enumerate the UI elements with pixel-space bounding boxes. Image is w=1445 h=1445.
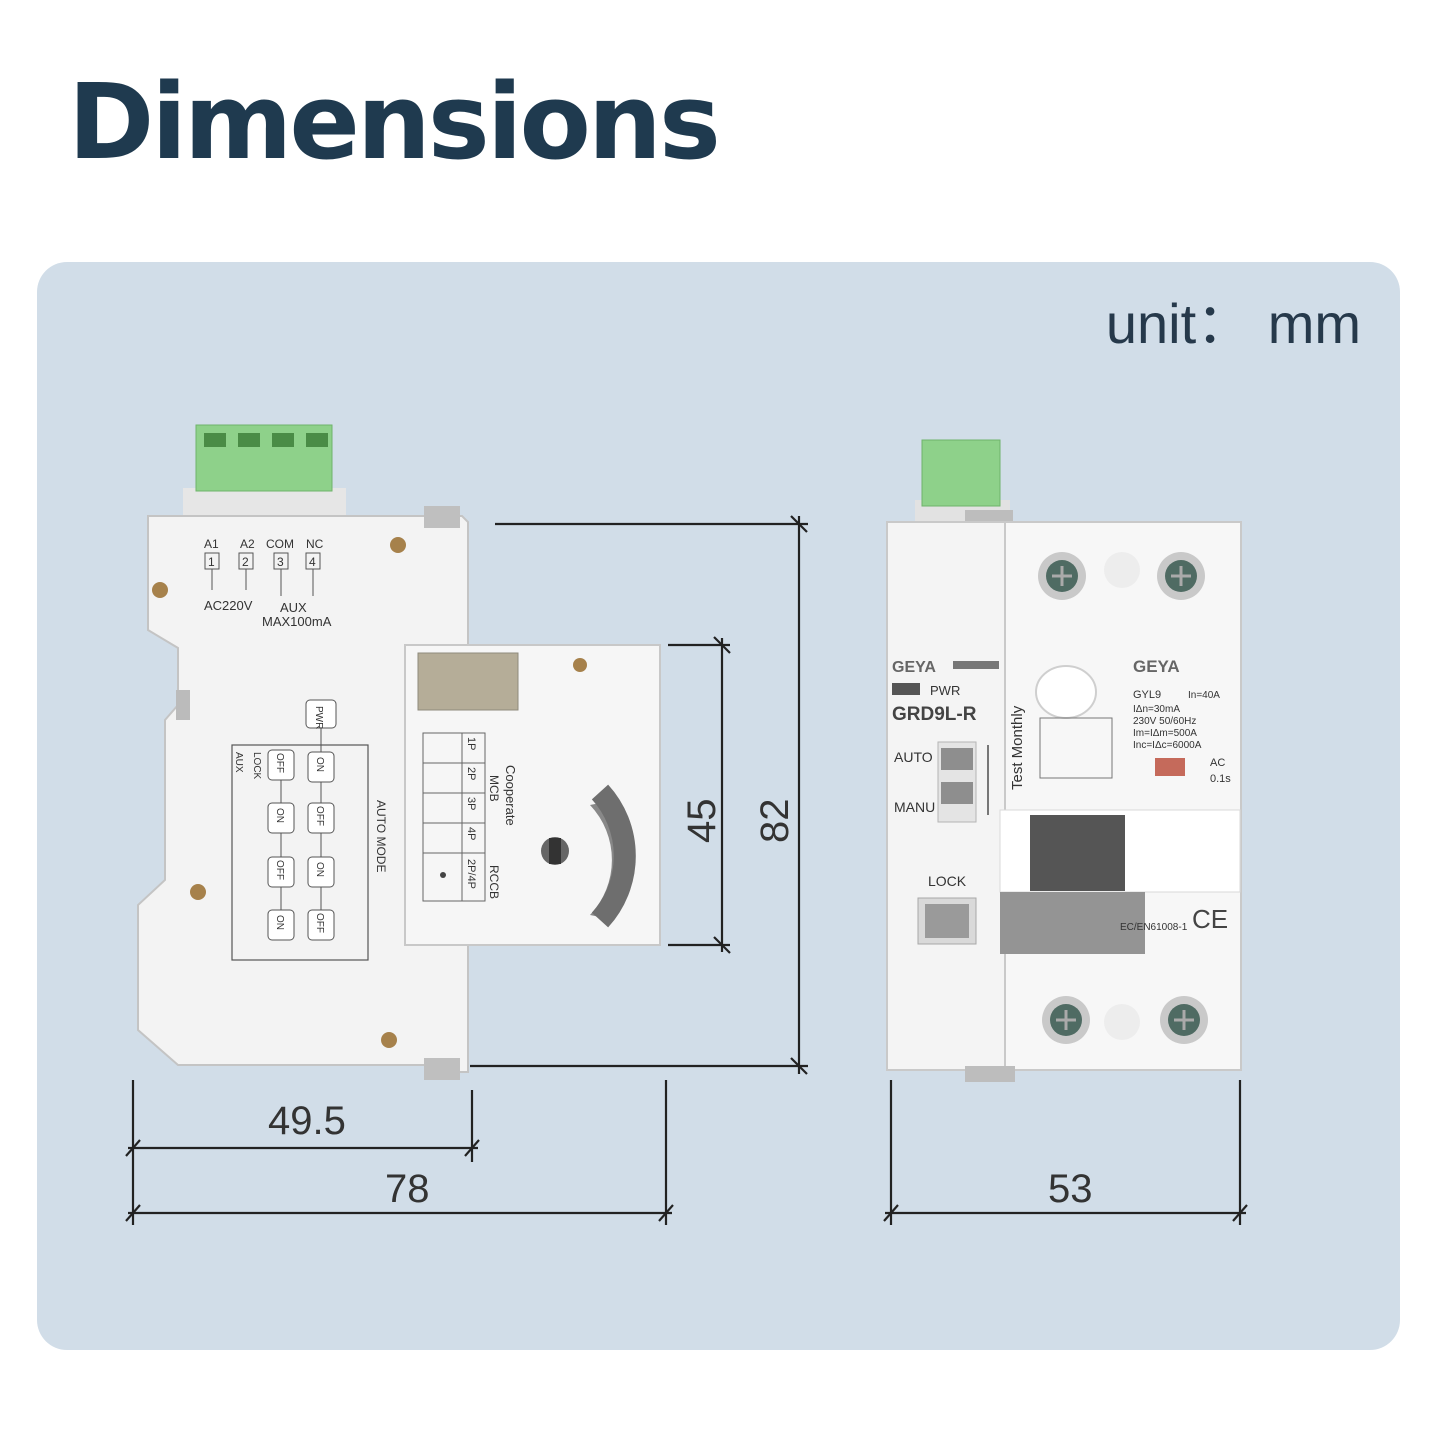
terminal-num-2: 2 — [242, 555, 249, 569]
unit-label: unit： mm — [1105, 292, 1361, 355]
rccb-module — [1004, 521, 1242, 1071]
supply-label: AC220V — [204, 598, 253, 613]
toggle-handle[interactable] — [1000, 892, 1145, 954]
spec-ac: AC — [1210, 757, 1225, 769]
dim-49-5: 49.5 — [268, 1099, 346, 1143]
spec-im: Im=IΔm=500A — [1133, 728, 1197, 739]
page-title: Dimensions — [68, 61, 721, 183]
test-monthly-label: Test Monthly — [1009, 705, 1026, 790]
screw-icon — [1157, 552, 1205, 600]
lock-label: LOCK — [928, 873, 967, 889]
pwr-label: PWR — [930, 683, 960, 698]
model-label: GRD9L-R — [892, 704, 977, 725]
spec-model: GYL9 — [1133, 689, 1161, 701]
dimension-lines — [125, 515, 1248, 1225]
rivet-icon — [573, 658, 587, 672]
dim-78: 78 — [385, 1167, 430, 1211]
flow-off-2: OFF — [314, 913, 325, 933]
flow-off-3: OFF — [274, 860, 285, 880]
ce-mark: CE — [1192, 904, 1228, 934]
side-top-clip — [424, 506, 460, 528]
mcb-label: MCB — [487, 775, 501, 802]
terminal-num-4: 4 — [309, 555, 316, 569]
terminal-label-a2: A2 — [240, 537, 255, 551]
brand-right: GEYA — [1133, 657, 1180, 676]
spec-voltage: 230V 50/60Hz — [1133, 716, 1196, 727]
standard-label: EC/EN61008-1 — [1120, 922, 1188, 933]
aux-label: AUX — [280, 600, 307, 615]
cooperate-table: Cooperate MCB RCCB 1P 2P 3P 4P 2P/4P — [422, 732, 518, 902]
dim-45: 45 — [680, 799, 724, 844]
circuit-diagram-icon — [1039, 717, 1113, 779]
terminal-num-1: 1 — [208, 555, 215, 569]
terminal-label-com: COM — [266, 537, 294, 551]
screw-icon — [1160, 996, 1208, 1044]
screw-icon — [1042, 996, 1090, 1044]
dim-82: 82 — [753, 799, 797, 844]
toggle-lever[interactable] — [1030, 815, 1125, 891]
dial-slot — [591, 784, 636, 928]
pole-2p: 2P — [465, 767, 477, 780]
front-view: GEYA PWR GRD9L-R AUTO MANU LOCK Test Mon… — [886, 439, 1242, 1082]
auto-mode-diagram: AUTO MODE PWR ON OFF ON OFF ON OFF ON OF… — [231, 699, 388, 961]
pole-3p: 3P — [465, 797, 477, 810]
screw-icon — [1038, 552, 1086, 600]
rccb-label: RCCB — [487, 865, 501, 899]
terminal-labels: A1 A2 COM NC 1 2 3 4 AC220V AUX MAX100mA — [204, 537, 332, 629]
cooperate-label: Cooperate — [503, 765, 518, 826]
spec-in: In=40A — [1188, 690, 1220, 701]
auto-label: AUTO — [894, 749, 933, 765]
rivet-icon — [152, 582, 168, 598]
flow-lock: LOCK — [251, 752, 262, 780]
flow-pwr: PWR — [313, 706, 324, 729]
terminal-num-3: 3 — [277, 555, 284, 569]
auto-mode-label: AUTO MODE — [374, 800, 388, 872]
flow-on-1: ON — [314, 757, 325, 772]
terminal-label-nc: NC — [306, 537, 324, 551]
indicator-dot — [1104, 552, 1140, 588]
rivet-icon — [190, 884, 206, 900]
side-terminal-block — [183, 424, 346, 520]
flow-on-2: ON — [314, 862, 325, 877]
pole-4p: 4P — [465, 827, 477, 840]
flow-off-4: OFF — [274, 753, 285, 773]
trip-indicator — [1155, 758, 1185, 776]
terminal-label-a1: A1 — [204, 537, 219, 551]
spec-time: 0.1s — [1210, 773, 1231, 785]
brand-left: GEYA — [892, 659, 936, 676]
rivet-icon — [390, 537, 406, 553]
side-window — [417, 652, 519, 711]
flow-aux: AUX — [233, 752, 244, 773]
pwr-led-icon — [892, 683, 920, 695]
spec-idn: IΔn=30mA — [1133, 704, 1180, 715]
side-bottom-clip — [424, 1058, 460, 1080]
side-front-face — [404, 644, 661, 946]
aux-max-label: MAX100mA — [262, 614, 332, 629]
pole-2p4p: 2P/4P — [465, 859, 477, 889]
manu-label: MANU — [894, 799, 935, 815]
flow-off-1: OFF — [314, 806, 325, 826]
pole-1p: 1P — [465, 737, 477, 750]
flow-on-4: ON — [274, 808, 285, 823]
front-terminal-block — [921, 439, 1001, 507]
side-view: A1 A2 COM NC 1 2 3 4 AC220V AUX MAX100mA — [137, 424, 661, 1080]
rivet-icon — [381, 1032, 397, 1048]
flow-on-3: ON — [274, 915, 285, 930]
dim-53: 53 — [1048, 1167, 1093, 1211]
test-button[interactable] — [1035, 665, 1097, 719]
spec-inc: Inc=IΔc=6000A — [1133, 740, 1202, 751]
